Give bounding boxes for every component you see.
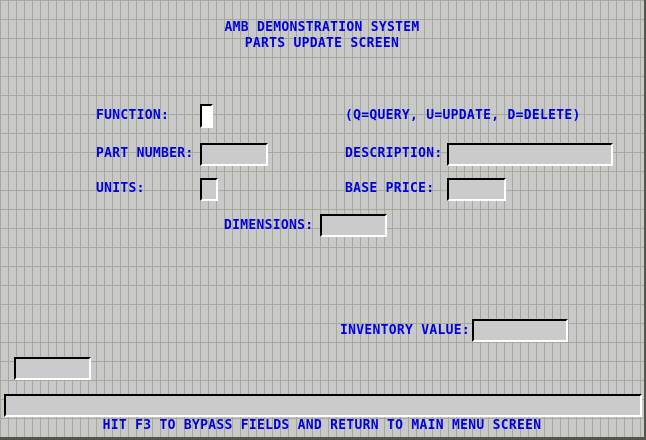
inventory-value-label: INVENTORY VALUE:: [340, 323, 471, 338]
function-input[interactable]: [200, 104, 213, 128]
function-label: FUNCTION:: [96, 108, 170, 123]
part-number-label: PART NUMBER:: [96, 146, 194, 161]
units-input[interactable]: [200, 178, 218, 201]
base-price-input[interactable]: [447, 178, 506, 201]
description-label: DESCRIPTION:: [345, 146, 443, 161]
footer-message: HIT F3 TO BYPASS FIELDS AND RETURN TO MA…: [102, 418, 542, 433]
units-label: UNITS:: [96, 181, 145, 196]
base-price-label: BASE PRICE:: [345, 181, 435, 196]
description-input[interactable]: [447, 143, 613, 166]
message-bar-field[interactable]: [4, 394, 642, 417]
function-hint: (Q=QUERY, U=UPDATE, D=DELETE): [345, 108, 581, 123]
dimensions-label: DIMENSIONS:: [224, 218, 314, 233]
dimensions-input[interactable]: [320, 214, 387, 237]
part-number-input[interactable]: [200, 143, 268, 166]
inventory-value-input[interactable]: [472, 319, 568, 342]
bottom-left-field[interactable]: [14, 357, 91, 380]
screen-title: PARTS UPDATE SCREEN: [244, 36, 400, 51]
app-title: AMB DEMONSTRATION SYSTEM: [224, 20, 420, 35]
